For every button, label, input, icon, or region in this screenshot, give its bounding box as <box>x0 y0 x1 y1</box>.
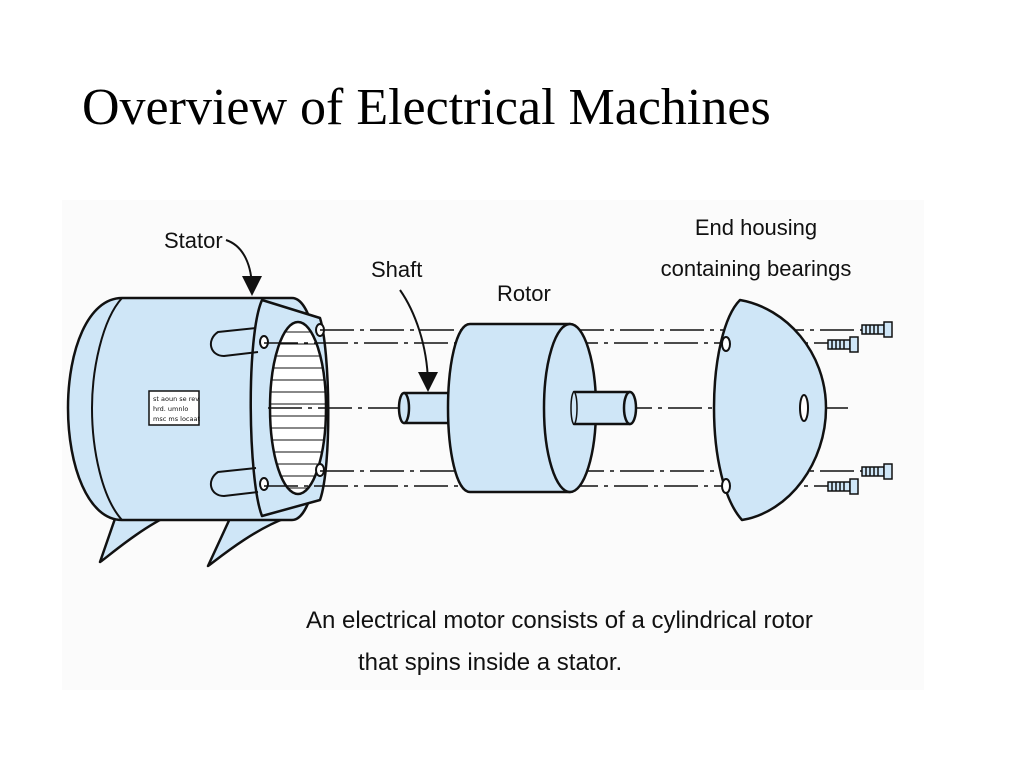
nameplate-line-1: st aoun se rev <box>153 395 199 403</box>
end-housing-shell <box>712 298 828 522</box>
stator-nameplate: st aoun se rev hrd. umnlo msc ms locaat <box>148 390 200 426</box>
bearing-hole <box>799 394 809 422</box>
nameplate-line-3: msc ms locaat <box>153 415 200 423</box>
nameplate-line-2: hrd. umnlo <box>153 405 188 413</box>
label-shaft: Shaft <box>371 257 422 282</box>
label-end-housing-line-2: containing bearings <box>661 256 852 281</box>
stator-leader <box>225 239 262 296</box>
bolt-top-2 <box>827 336 859 353</box>
bolt-top-1 <box>861 321 893 338</box>
slide-title: Overview of Electrical Machines <box>82 79 771 136</box>
shaft-right <box>572 390 632 426</box>
caption-line-2: that spins inside a stator. <box>358 649 622 676</box>
bolt-bottom-2 <box>827 478 859 495</box>
label-rotor: Rotor <box>497 281 551 306</box>
rotor-body <box>446 322 572 494</box>
shaft-leader <box>399 289 438 392</box>
rotor <box>397 322 638 494</box>
caption-line-1: An electrical motor consists of a cylind… <box>306 607 813 634</box>
end-housing <box>712 298 828 522</box>
bolt-bottom-1 <box>861 463 893 480</box>
label-stator: Stator <box>164 228 223 253</box>
label-end-housing-line-1: End housing <box>695 215 817 240</box>
